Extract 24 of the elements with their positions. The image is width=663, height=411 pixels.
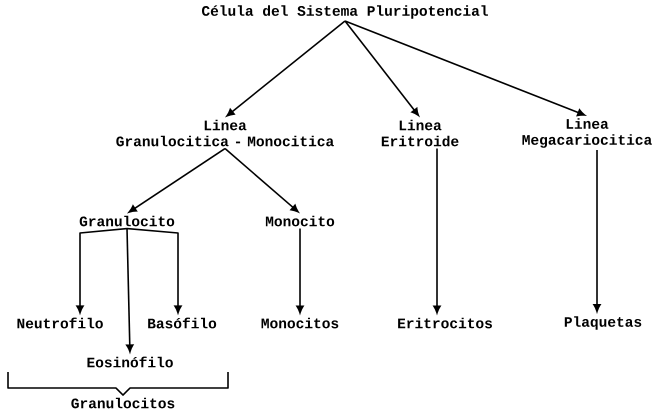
arrow — [296, 228, 304, 314]
node-label: Eritrocitos — [398, 318, 492, 328]
arrow — [126, 228, 134, 352]
node-label: Monocito — [266, 216, 334, 226]
node-label: Basófilo — [148, 318, 216, 328]
node-label: Linea Eritroide — [382, 120, 458, 146]
node-label: Linea Granulocitica - Monocitica — [116, 120, 334, 146]
node-label: Linea Megacariocitica — [522, 118, 652, 148]
arrow — [224, 148, 299, 212]
node-label: Eosinófilo — [87, 356, 173, 368]
arrow — [344, 20, 420, 116]
group-label: Granulocitos — [71, 398, 174, 408]
node-label: Célula del Sistema Pluripotencial — [202, 5, 488, 19]
arrow — [76, 228, 128, 314]
arrow — [126, 228, 182, 314]
node-label: Monocitos — [262, 318, 338, 328]
arrow — [226, 20, 346, 117]
arrow — [128, 148, 226, 213]
node-label: Plaquetas — [564, 316, 642, 330]
arrow — [344, 20, 586, 116]
node-label: Neutrofilo — [17, 318, 103, 328]
arrow — [593, 150, 601, 312]
node-label: Granulocito — [80, 216, 174, 226]
arrow — [433, 148, 441, 314]
